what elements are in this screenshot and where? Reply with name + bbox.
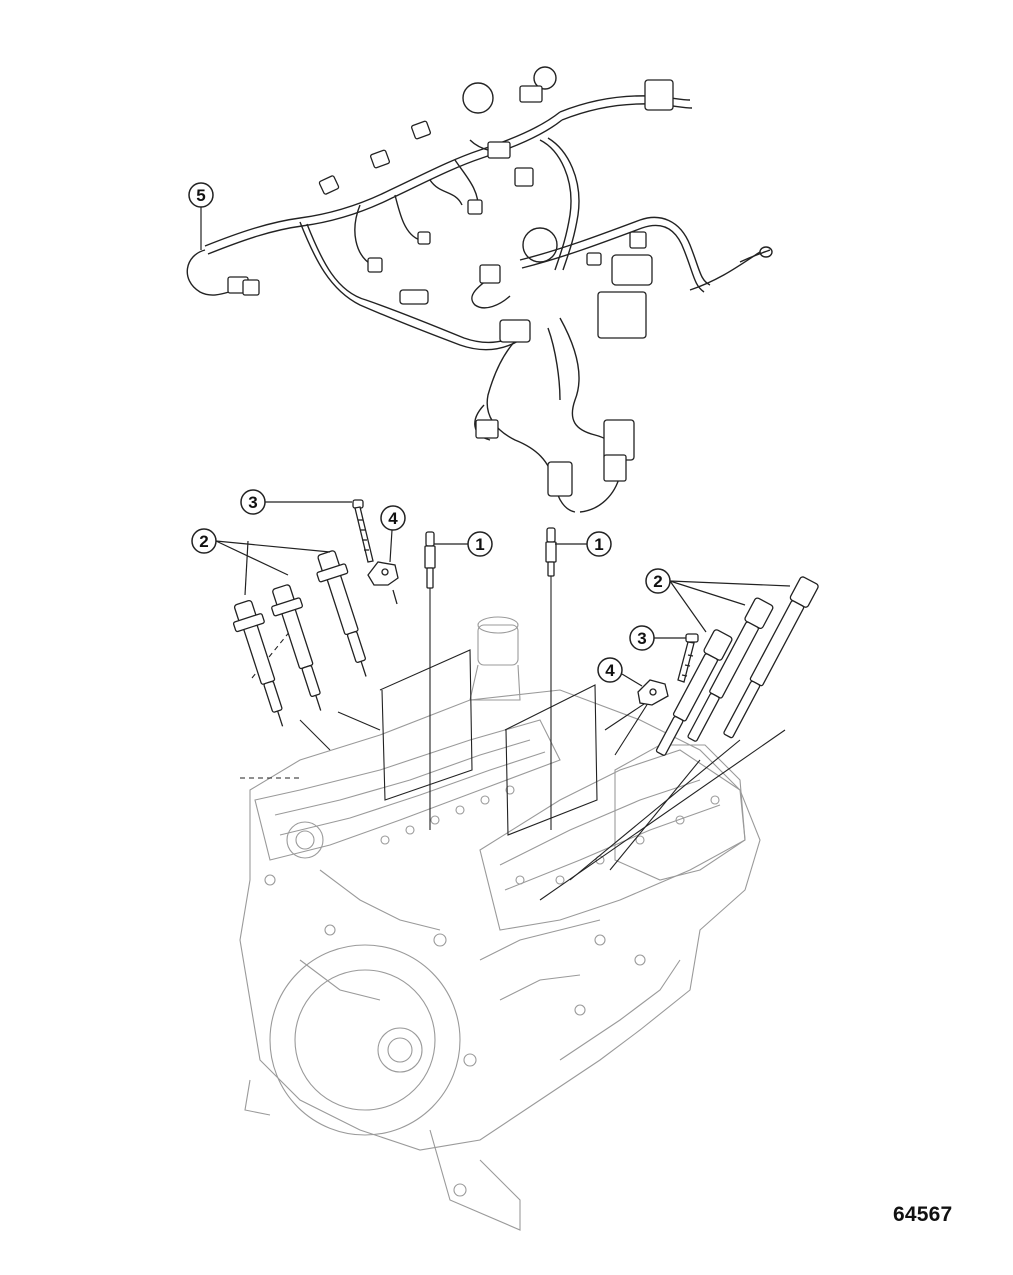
callout-label: 5 bbox=[196, 186, 205, 205]
callout-3-right: 3 bbox=[629, 625, 686, 651]
fuel-injectors-right-bank bbox=[539, 576, 819, 901]
injector-clamp-right bbox=[637, 679, 669, 706]
glow-plug-right bbox=[545, 527, 557, 577]
callout-2-left: 2 bbox=[191, 528, 331, 596]
injector-clamp-bolt-left bbox=[352, 499, 374, 563]
callout-label: 2 bbox=[653, 572, 662, 591]
callout-label: 4 bbox=[388, 509, 398, 528]
fuel-injectors-left-bank bbox=[232, 550, 367, 727]
callout-1-left: 1 bbox=[434, 531, 493, 557]
callout-label: 3 bbox=[248, 493, 257, 512]
callout-3-left: 3 bbox=[240, 489, 352, 515]
callout-5-harness: 5 bbox=[188, 182, 214, 250]
callout-label: 3 bbox=[637, 629, 646, 648]
engine-block bbox=[239, 616, 761, 1231]
installation-guide-lines bbox=[240, 575, 651, 836]
wiring-harness bbox=[186, 66, 773, 513]
callout-label: 1 bbox=[475, 535, 484, 554]
glow-plug-left bbox=[424, 531, 436, 589]
callout-4-left: 4 bbox=[380, 505, 406, 563]
injector-clamp-left bbox=[367, 561, 399, 605]
figure-number: 64567 bbox=[893, 1203, 953, 1226]
callout-label: 4 bbox=[605, 661, 615, 680]
injector-clamp-bolt-right bbox=[677, 633, 699, 683]
callouts: 5 3 4 2 1 bbox=[188, 182, 791, 687]
harness-connectors bbox=[227, 79, 674, 497]
callout-4-right: 4 bbox=[597, 657, 643, 687]
callout-label: 2 bbox=[199, 532, 208, 551]
callout-label: 1 bbox=[594, 535, 603, 554]
callout-1-right: 1 bbox=[555, 531, 612, 557]
callout-2-right: 2 bbox=[645, 568, 791, 633]
